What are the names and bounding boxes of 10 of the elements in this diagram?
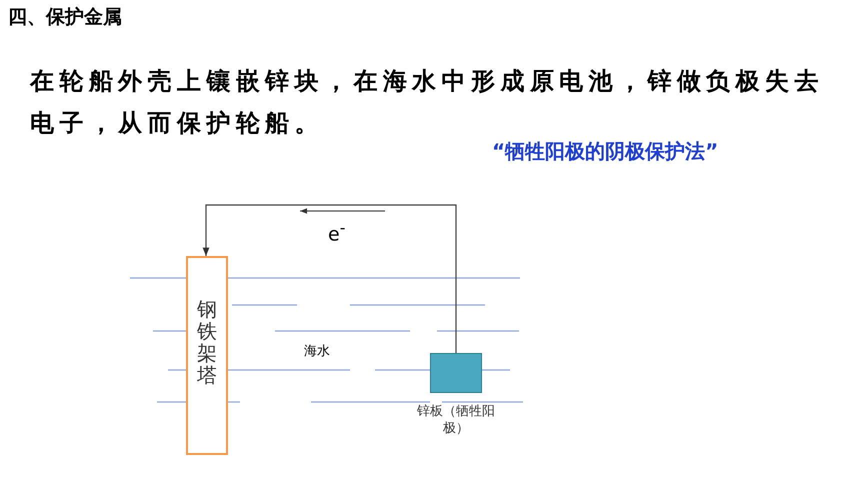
paragraph: 在轮船外壳上镶嵌锌块，在海水中形成原电池，锌做负极失去电子，从而保护轮船。 [30,66,825,139]
plate-caption: 锌板（牺牲阳极） [416,403,496,437]
method-name: “牺牲阳极的阴极保护法” [492,138,720,165]
tower-box [186,256,228,455]
vertical-label: 钢铁架塔 [197,298,217,386]
electron-label: e$^{-}$ [328,218,346,246]
zinc-plate [430,353,482,393]
wire [202,204,457,353]
water-label: 海水 [304,343,331,360]
title: 四、保护金属 [8,5,122,30]
